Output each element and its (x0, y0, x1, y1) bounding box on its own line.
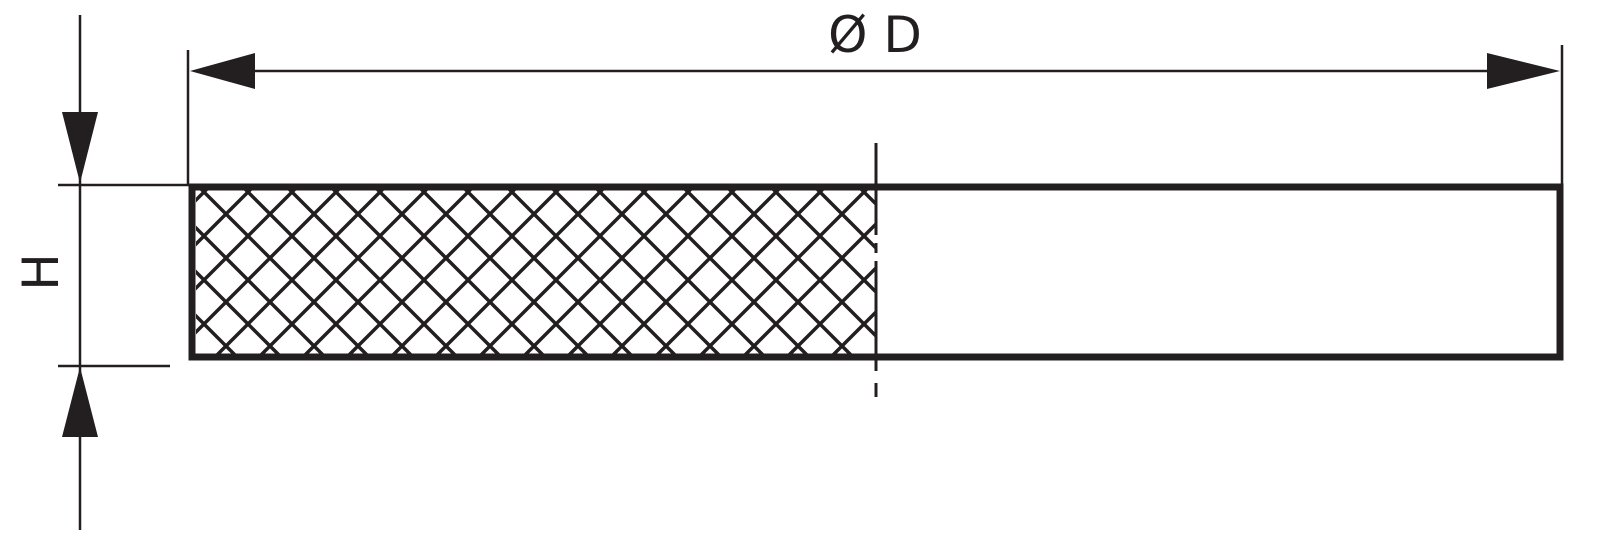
height-label: H (12, 253, 70, 291)
cross-hatched-section (196, 190, 876, 355)
arrowhead-down-icon (62, 112, 98, 183)
arrowhead-up-icon (62, 367, 98, 437)
diameter-label: Ø D (828, 6, 922, 64)
arrowhead-left-icon (190, 53, 255, 89)
arrowhead-right-icon (1487, 53, 1560, 89)
